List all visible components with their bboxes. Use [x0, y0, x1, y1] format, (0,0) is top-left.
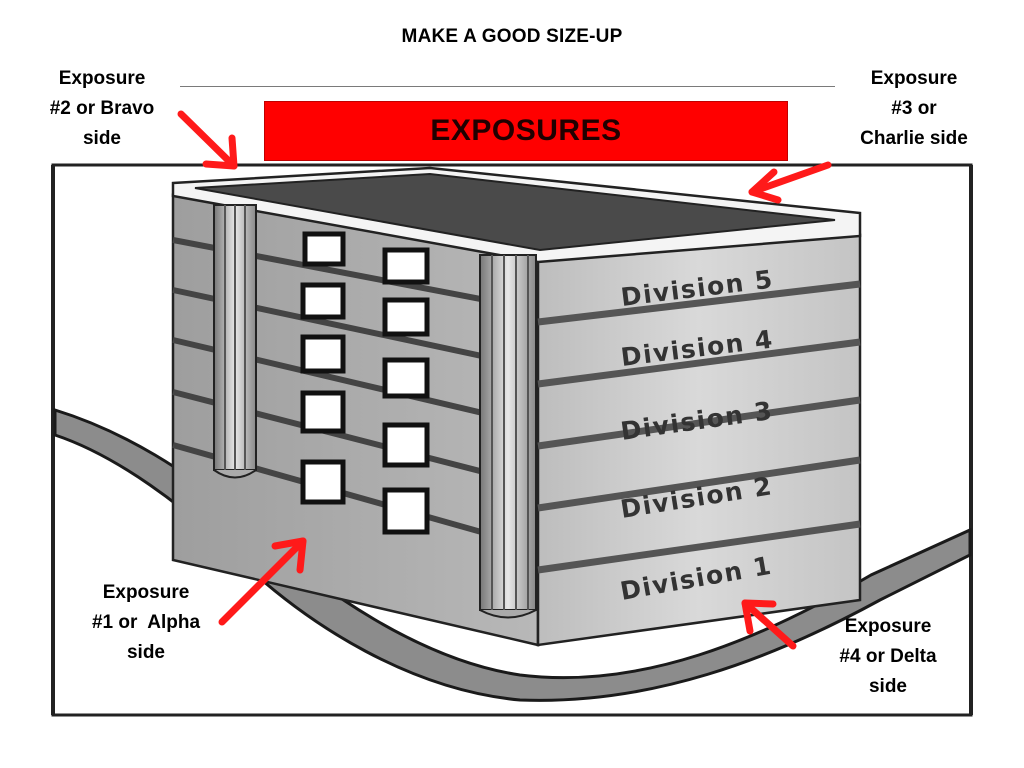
page-title: MAKE A GOOD SIZE-UP	[401, 26, 623, 47]
arrow-alpha-icon	[218, 537, 307, 626]
callout-charlie-side: Exposure #3 or Charlie side	[834, 64, 994, 154]
title-divider	[180, 86, 835, 87]
building: Division 5 Division 4 Division 3 Divisio…	[171, 166, 862, 647]
callout-line: Exposure	[102, 582, 190, 603]
callout-bravo-side: Exposure #2 or Bravo side	[22, 64, 182, 154]
side-floor-bands	[537, 280, 861, 574]
callout-line: #1 or Alpha	[91, 612, 201, 633]
pillar-left	[213, 204, 257, 479]
pillar-right	[479, 254, 537, 619]
callout-line: #2 or Bravo	[49, 98, 155, 119]
roof-surface	[194, 172, 836, 252]
exposures-banner: EXPOSURES	[264, 101, 788, 161]
callout-delta-side: Exposure #4 or Delta side	[808, 612, 968, 702]
banner-text: EXPOSURES	[430, 114, 622, 147]
exposure-arrows	[177, 110, 832, 650]
callout-line: Exposure	[870, 68, 958, 89]
callout-line: side	[868, 676, 908, 697]
callout-line: side	[126, 642, 166, 663]
callout-line: #4 or Delta	[839, 646, 937, 667]
arrow-bravo-icon	[177, 110, 238, 170]
callout-line: side	[82, 128, 122, 149]
callout-alpha-side: Exposure #1 or Alpha side	[66, 578, 226, 668]
callout-line: Exposure	[844, 616, 932, 637]
callout-line: Charlie side	[860, 128, 968, 149]
callout-line: #3 or	[891, 98, 937, 119]
arrow-charlie-icon	[748, 161, 832, 204]
callout-line: Exposure	[58, 68, 146, 89]
arrow-delta-icon	[741, 599, 797, 650]
windows	[300, 231, 430, 535]
